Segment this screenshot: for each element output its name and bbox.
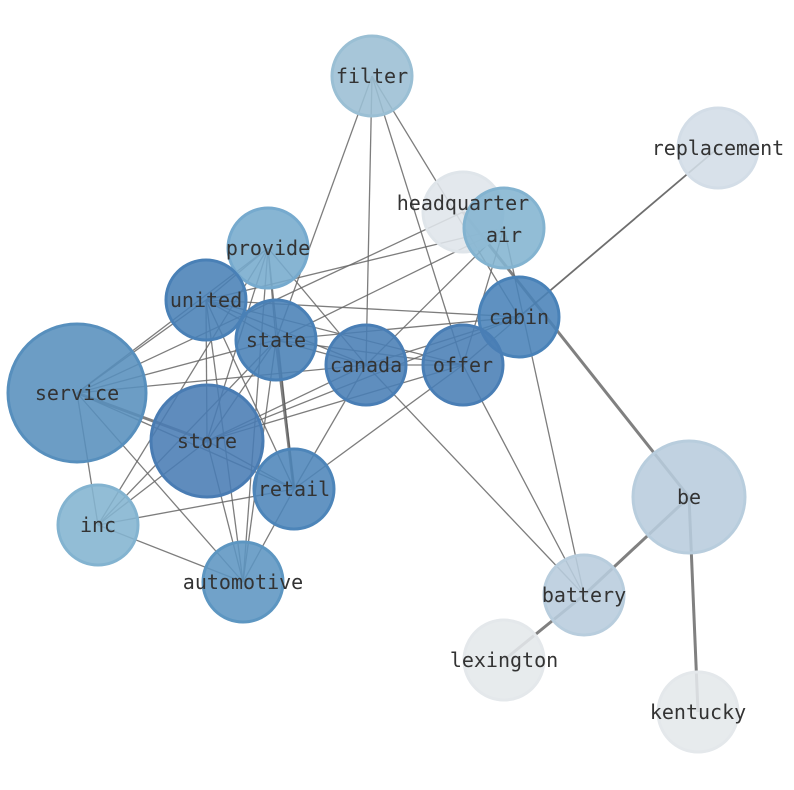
node-air[interactable] (462, 186, 546, 270)
node-united[interactable] (164, 258, 248, 342)
node-layer (6, 34, 760, 754)
node-label: state (246, 328, 306, 352)
node-label: united (170, 288, 242, 312)
edge-canada-battery (365, 364, 585, 596)
node-label: lexington (450, 648, 558, 672)
node-replacement[interactable] (676, 106, 760, 190)
node-label: inc (80, 513, 116, 537)
node-label: retail (258, 477, 330, 501)
node-label: air (486, 223, 522, 247)
node-kentucky[interactable] (656, 670, 740, 754)
label-layer: filter replacement headquarter air provide un… (35, 64, 784, 724)
node-state[interactable] (234, 298, 318, 382)
node-label: offer (433, 353, 493, 377)
node-label: canada (330, 353, 402, 377)
node-label: cabin (489, 305, 549, 329)
node-be[interactable] (631, 439, 747, 555)
edge-filter-state (275, 75, 373, 341)
node-store[interactable] (149, 383, 265, 499)
node-label: be (677, 485, 701, 509)
node-canada[interactable] (324, 323, 408, 407)
node-label: replacement (652, 136, 784, 160)
node-label: store (177, 429, 237, 453)
node-lexington[interactable] (462, 618, 546, 702)
edge-layer (76, 75, 719, 713)
node-label: filter (336, 64, 408, 88)
node-filter[interactable] (330, 34, 414, 118)
node-label: automotive (183, 570, 303, 594)
node-service[interactable] (6, 322, 148, 464)
node-label: service (35, 381, 119, 405)
node-retail[interactable] (252, 447, 336, 531)
node-inc[interactable] (56, 483, 140, 567)
edge-filter-canada (365, 75, 373, 366)
node-label: headquarter (397, 191, 529, 215)
node-label: battery (542, 583, 626, 607)
node-automotive[interactable] (201, 540, 285, 624)
node-cabin[interactable] (477, 275, 561, 359)
node-offer[interactable] (421, 323, 505, 407)
node-provide[interactable] (226, 206, 310, 290)
node-battery[interactable] (542, 553, 626, 637)
edge-filter-offer (371, 75, 464, 366)
edge-offer-battery (462, 364, 585, 596)
node-label: provide (226, 236, 310, 260)
edge-replacement-cabin (518, 147, 719, 318)
node-label: kentucky (650, 700, 746, 724)
